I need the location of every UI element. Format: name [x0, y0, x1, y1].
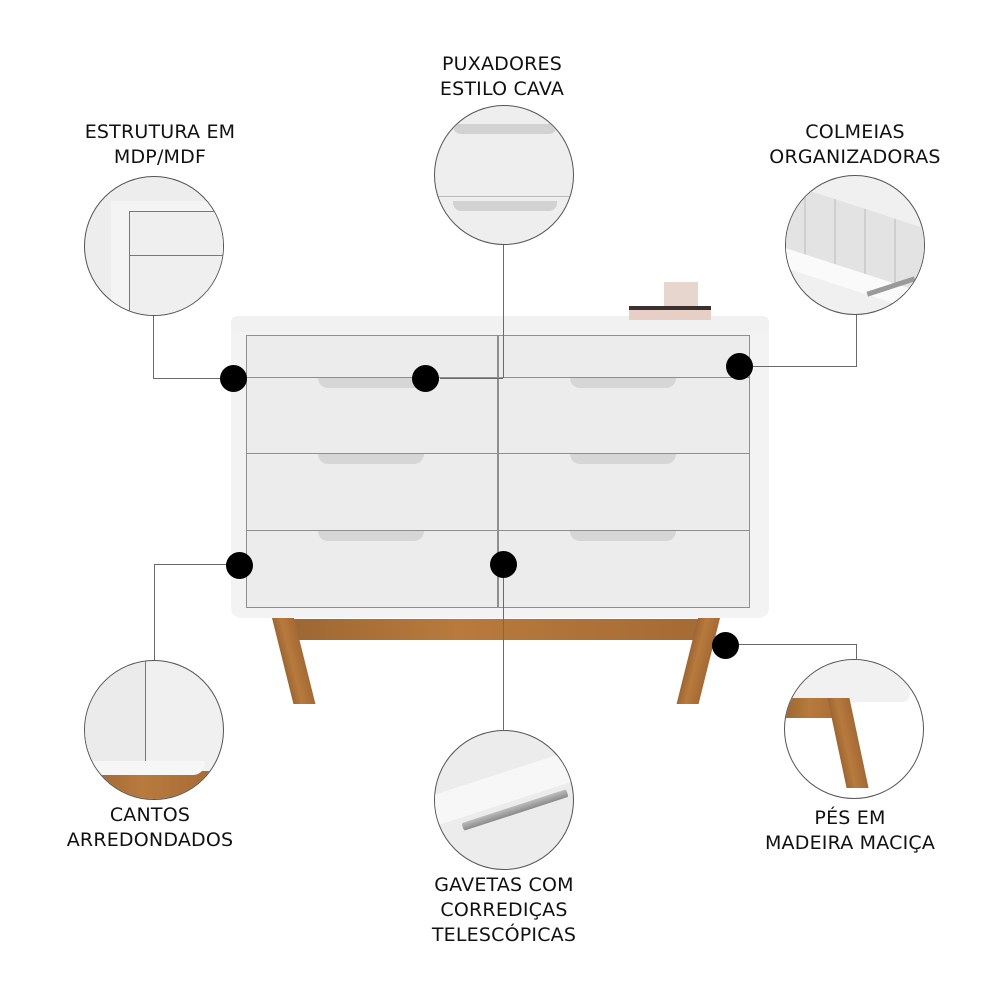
connector-line	[154, 564, 234, 565]
drawer-top-right	[498, 335, 750, 378]
drawer-row2-left	[246, 377, 498, 454]
connector-line	[856, 315, 857, 367]
detail-circle-gavetas	[434, 730, 574, 870]
connector-line	[440, 378, 503, 379]
hotspot-cantos[interactable]	[226, 552, 253, 579]
detail-circle-estrutura	[84, 176, 224, 316]
label-line: PÉS EM	[814, 807, 886, 829]
connector-line	[154, 564, 155, 660]
dresser-top	[231, 316, 769, 334]
label-line: PUXADORES	[441, 53, 563, 75]
hotspot-estrutura[interactable]	[220, 365, 247, 392]
detail-circle-pes	[784, 659, 924, 799]
label-line: ORGANIZADORAS	[769, 146, 941, 168]
drawer-row3-left	[246, 453, 498, 531]
drawer-row4-left	[246, 530, 498, 608]
wood-apron	[285, 619, 715, 640]
connector-line	[153, 378, 233, 379]
detail-circle-puxadores	[434, 105, 574, 245]
connector-line	[153, 316, 154, 378]
label-line: ARREDONDADOS	[66, 829, 234, 851]
label-pes: PÉS EM MADEIRA MACIÇA	[740, 806, 960, 856]
handle	[318, 454, 424, 464]
hotspot-colmeias[interactable]	[726, 353, 753, 380]
drawer-row2-right	[498, 377, 750, 454]
drawer-top-left	[246, 335, 498, 378]
handle	[318, 531, 424, 541]
label-line: CORREDIÇAS	[440, 899, 568, 921]
label-line: COLMEIAS	[805, 121, 905, 143]
label-line: ESTRUTURA EM	[84, 121, 236, 143]
hotspot-pes[interactable]	[712, 632, 739, 659]
label-line: ESTILO CAVA	[439, 78, 565, 100]
handle	[318, 378, 424, 388]
label-line: MADEIRA MACIÇA	[764, 832, 936, 854]
connector-line	[503, 565, 504, 731]
label-line: CANTOS	[109, 804, 191, 826]
label-line: MDP/MDF	[113, 146, 207, 168]
decor-books	[629, 306, 711, 320]
label-gavetas: GAVETAS COM CORREDIÇAS TELESCÓPICAS	[404, 873, 604, 948]
handle	[570, 378, 676, 388]
hotspot-puxadores[interactable]	[412, 365, 439, 392]
connector-line	[738, 644, 856, 645]
label-puxadores: PUXADORES ESTILO CAVA	[402, 52, 602, 102]
label-line: GAVETAS COM	[434, 874, 574, 896]
handle	[570, 454, 676, 464]
connector-line	[856, 644, 857, 660]
drawer-row4-right	[498, 530, 750, 608]
label-colmeias: COLMEIAS ORGANIZADORAS	[745, 120, 965, 170]
connector-line	[503, 245, 504, 378]
detail-circle-colmeias	[785, 175, 925, 315]
label-cantos: CANTOS ARREDONDADOS	[45, 803, 255, 853]
handle	[570, 531, 676, 541]
drawer-row3-right	[498, 453, 750, 531]
hotspot-gavetas[interactable]	[490, 551, 517, 578]
detail-circle-cantos	[84, 660, 224, 800]
label-line: TELESCÓPICAS	[431, 924, 577, 946]
label-estrutura: ESTRUTURA EM MDP/MDF	[60, 120, 260, 170]
connector-line	[752, 366, 856, 367]
